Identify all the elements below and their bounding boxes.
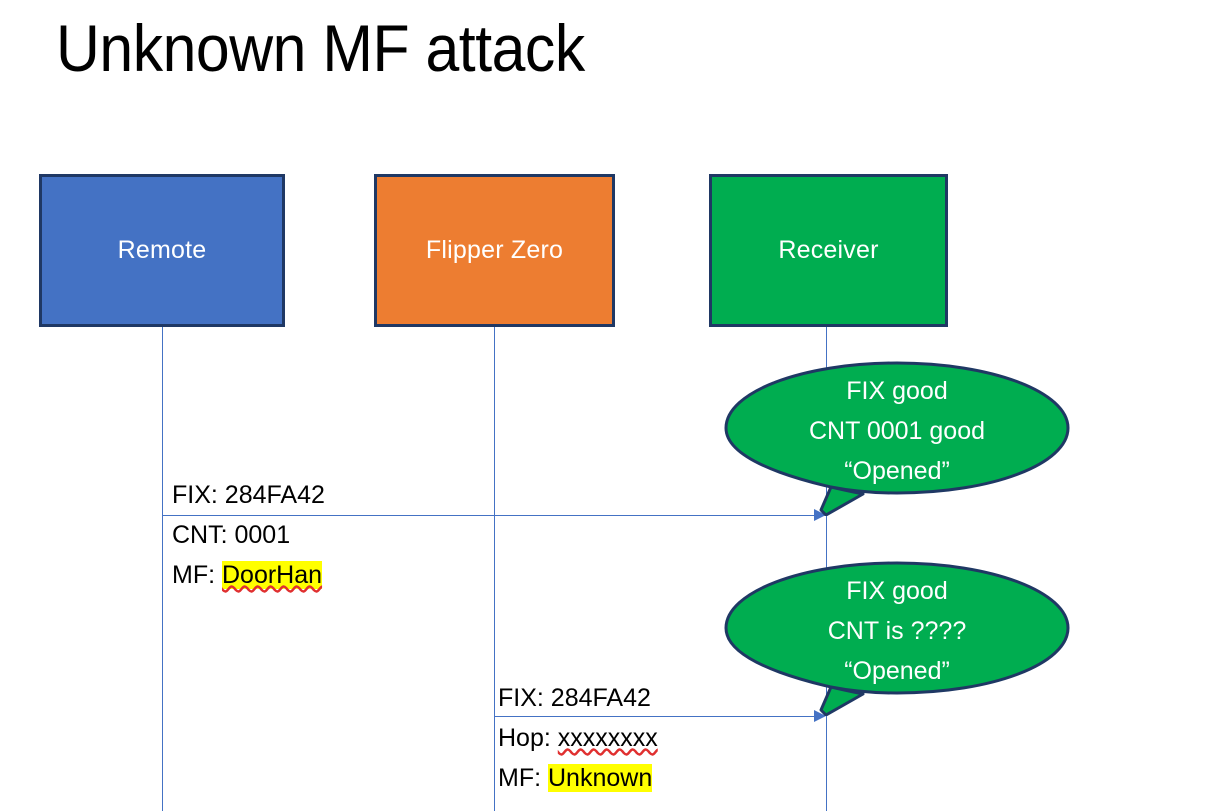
- message-label-2-value-3: Unknown: [548, 764, 653, 792]
- speech-bubble-1: FIX good CNT 0001 good “Opened”: [723, 361, 1071, 516]
- message-label-1-key-1: FIX:: [172, 481, 225, 509]
- message-label-1-key-3: MF:: [172, 561, 222, 589]
- speech-bubble-2-shape: [724, 561, 1070, 716]
- actor-label-receiver: Receiver: [778, 236, 879, 264]
- speech-bubble-1-shape: [724, 361, 1070, 516]
- message-label-2-key-3: MF:: [498, 764, 548, 792]
- actor-label-flipper: Flipper Zero: [425, 236, 564, 264]
- message-label-1-row-1: FIX: 284FA42: [172, 475, 325, 515]
- message-label-2-key-2: Hop:: [498, 724, 558, 752]
- message-label-2-row-3: MF: Unknown: [498, 758, 658, 798]
- message-label-1-row-2: CNT: 0001: [172, 515, 325, 555]
- message-label-1: FIX: 284FA42 CNT: 0001 MF: DoorHan: [172, 475, 325, 595]
- actor-box-receiver[interactable]: Receiver: [709, 174, 948, 327]
- message-label-1-value-1: 284FA42: [224, 481, 325, 509]
- message-label-2-value-1: 284FA42: [550, 684, 651, 712]
- message-label-1-value-2: 0001: [234, 521, 291, 549]
- message-arrow-line-1: [162, 515, 818, 516]
- message-label-2-row-2: Hop: xxxxxxxx: [498, 718, 658, 758]
- actor-label-remote: Remote: [117, 236, 207, 264]
- actor-box-flipper[interactable]: Flipper Zero: [374, 174, 615, 327]
- lifeline-remote: [162, 327, 163, 811]
- page-title: Unknown MF attack: [56, 11, 585, 85]
- message-arrow-line-2: [494, 716, 818, 717]
- message-label-2-value-2: xxxxxxxx: [557, 724, 658, 752]
- message-label-2-row-1: FIX: 284FA42: [498, 678, 658, 718]
- message-label-1-row-3: MF: DoorHan: [172, 555, 325, 595]
- speech-bubble-2: FIX good CNT is ???? “Opened”: [723, 561, 1071, 716]
- actor-box-remote[interactable]: Remote: [39, 174, 285, 327]
- message-label-2: FIX: 284FA42 Hop: xxxxxxxx MF: Unknown: [498, 678, 658, 798]
- message-label-1-value-3: DoorHan: [222, 561, 323, 589]
- message-label-1-key-2: CNT:: [172, 521, 235, 549]
- message-label-2-key-1: FIX:: [498, 684, 551, 712]
- lifeline-flipper: [494, 327, 495, 811]
